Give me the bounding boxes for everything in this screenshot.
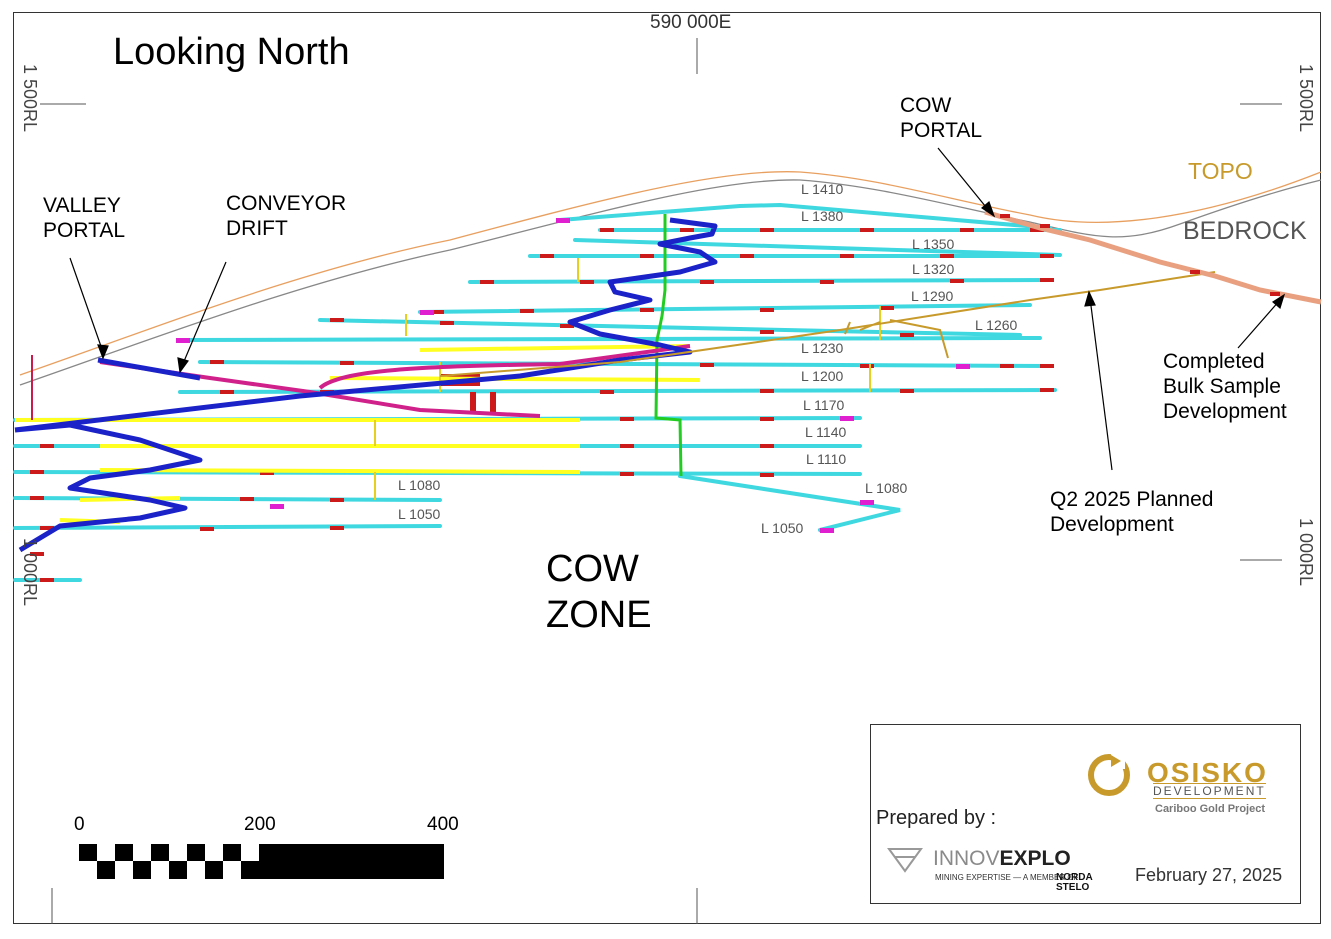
rl-lower-right: 1 000RL	[1296, 518, 1316, 587]
innovexplo-name: INNOVEXPLO	[933, 847, 1071, 870]
level-label: L 1080	[865, 480, 908, 496]
bedrock-label: BEDROCK	[1183, 217, 1307, 245]
level-label: L 1410	[801, 181, 844, 197]
level-label: L 1260	[975, 317, 1018, 333]
cow-portal-label: COW PORTAL	[900, 94, 983, 142]
drift-ends	[176, 218, 970, 533]
topo-label: TOPO	[1188, 158, 1253, 184]
osisko-project: Cariboo Gold Project	[1155, 803, 1266, 815]
leader-arrows	[69, 147, 1286, 471]
level-label: L 1110	[806, 451, 847, 467]
map-frame	[13, 12, 1321, 924]
level-label: L 1170	[803, 397, 845, 413]
level-label: L 1140	[805, 424, 847, 440]
level-label: L 1050	[761, 520, 804, 536]
main-ramp	[14, 217, 718, 553]
level-label: L 1350	[912, 236, 955, 252]
planned-development	[439, 271, 1216, 377]
innovexplo-tagline: MINING EXPERTISE — A MEMBER OF	[935, 873, 1079, 882]
osisko-sub: DEVELOPMENT	[1153, 783, 1266, 799]
level-label: L 1080	[398, 477, 441, 493]
rl-lower-left: 1 000RL	[20, 538, 40, 607]
innovexplo-logo-icon	[887, 848, 923, 873]
completed-bulk-label: Completed Bulk Sample Development	[1163, 350, 1287, 423]
osisko-name: OSISKO	[1147, 757, 1268, 788]
rl-upper-right: 1 500RL	[1296, 64, 1316, 133]
norda-stelo-name: NORDA STELO	[1056, 872, 1093, 893]
scale-tick-label: 0	[74, 814, 85, 835]
level-label: L 1200	[801, 368, 844, 384]
level-label: L 1380	[801, 208, 844, 224]
scale-tick-label: 400	[427, 814, 459, 835]
credits-box: OSISKO DEVELOPMENT Cariboo Gold Project …	[870, 724, 1301, 904]
osisko-logo-icon	[1088, 753, 1130, 796]
yellow-raises	[374, 258, 881, 500]
level-label: L 1320	[912, 261, 955, 277]
topo-line	[19, 171, 1322, 376]
scale-tick-label: 200	[244, 814, 276, 835]
planned-development-label: Q2 2025 Planned Development	[1050, 488, 1214, 536]
cow-zone-label: COW ZONE	[546, 548, 652, 637]
level-label: L 1050	[398, 506, 441, 522]
level-label: L 1290	[911, 288, 954, 304]
grid-ticks	[40, 38, 1282, 924]
prepared-by-label: Prepared by :	[876, 807, 997, 829]
easting-label: 590 000E	[650, 12, 732, 33]
rl-upper-left: 1 500RL	[20, 64, 40, 133]
bedrock-line	[19, 179, 1322, 386]
valley-portal-label: VALLEY PORTAL	[43, 194, 126, 242]
date-label: February 27, 2025	[1135, 865, 1283, 885]
green-raise	[654, 214, 683, 477]
conveyor-drift-label: CONVEYOR DRIFT	[226, 192, 347, 240]
view-title: Looking North	[113, 31, 350, 73]
scale-bar	[79, 844, 444, 879]
level-label: L 1230	[801, 340, 844, 356]
